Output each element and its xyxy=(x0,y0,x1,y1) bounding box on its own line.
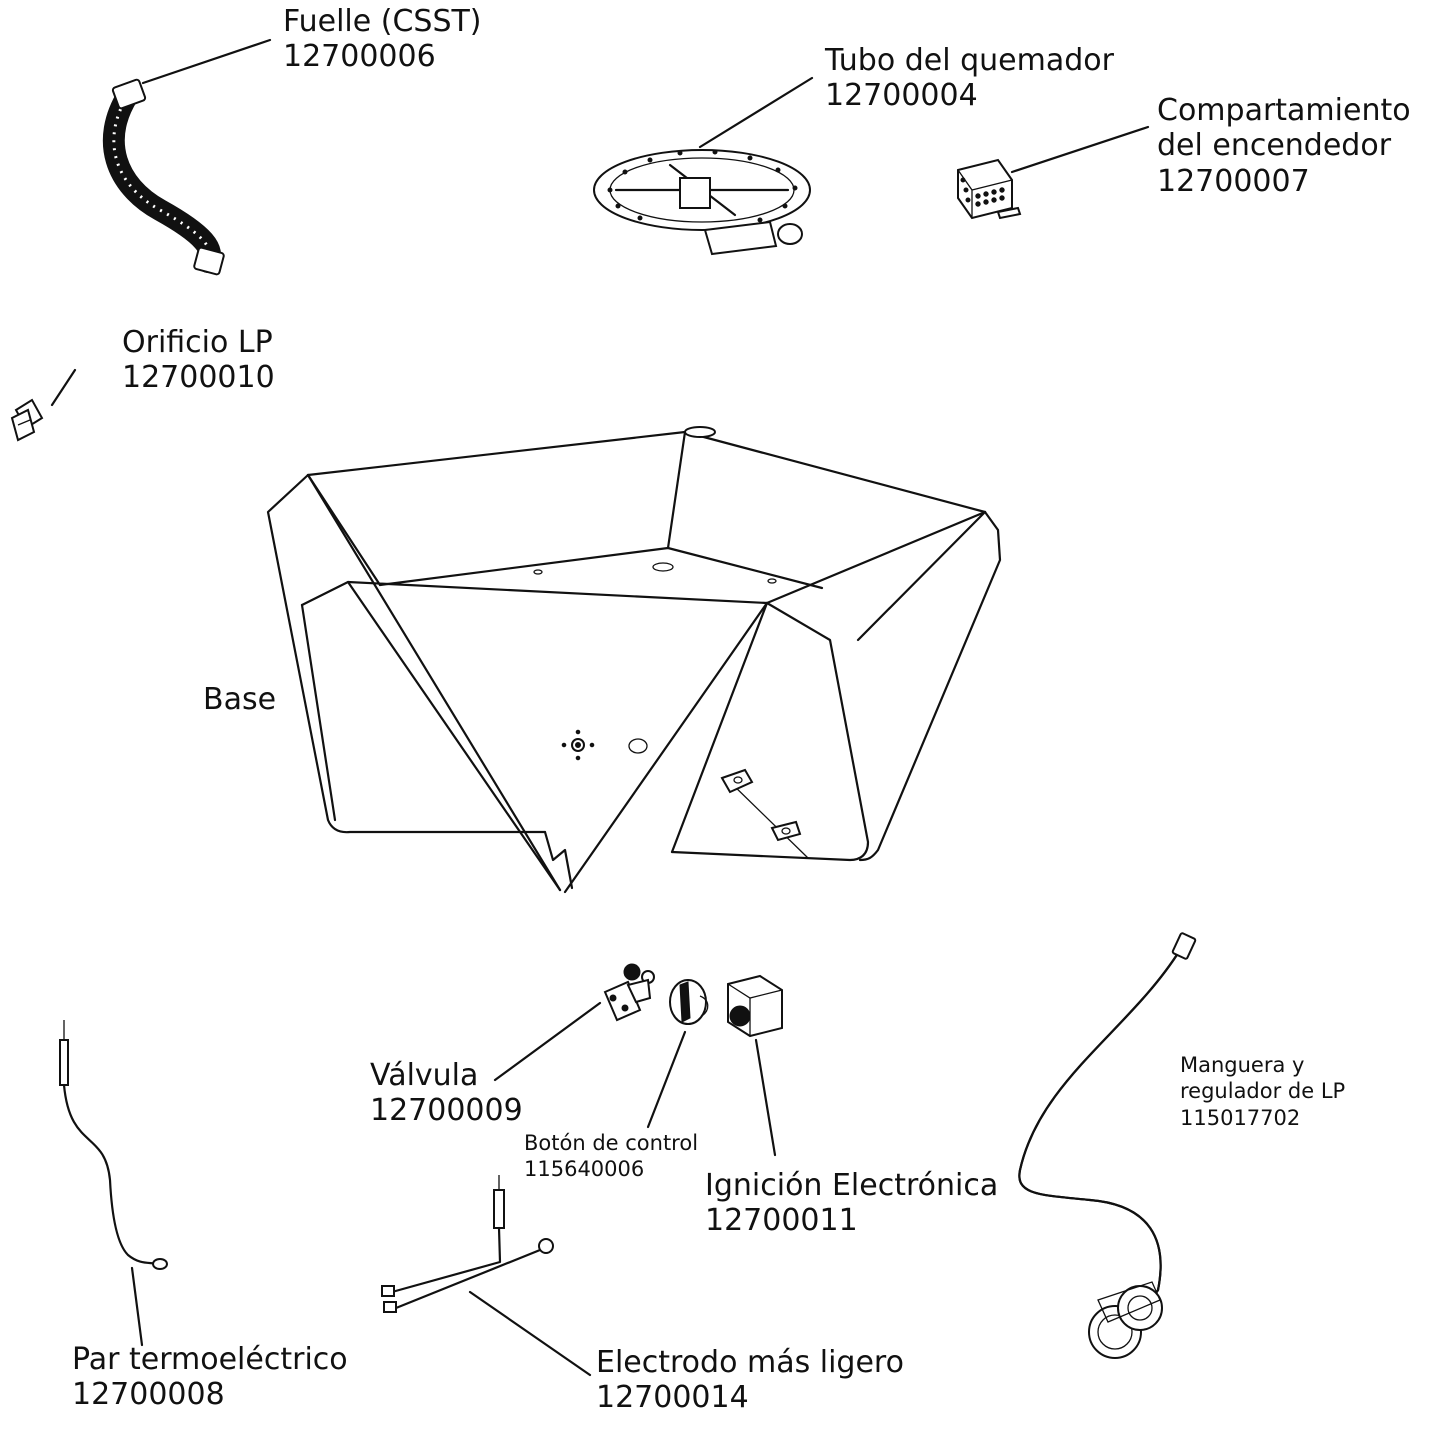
electronic-igniter-drawing xyxy=(727,974,783,1157)
igniter-compartment-drawing xyxy=(957,125,1150,220)
base-name: Base xyxy=(203,682,277,717)
compartimento-code: 12700007 xyxy=(1157,163,1310,199)
control-knob-drawing xyxy=(646,979,709,1129)
compartimento-name-line1: Compartamiento xyxy=(1157,93,1411,128)
orificio-label: Orificio LP 12700010 xyxy=(122,325,275,396)
ignicion-label: Ignición Electrónica 12700011 xyxy=(705,1168,998,1239)
orificio-code: 12700010 xyxy=(122,360,275,396)
manguera-name-line1: Manguera y xyxy=(1180,1053,1305,1077)
tubo-name: Tubo del quemador xyxy=(825,43,1114,78)
thermocouple-drawing xyxy=(59,1020,168,1347)
manguera-label: Manguera y regulador de LP 115017702 xyxy=(1180,1052,1345,1131)
base-label: Base xyxy=(203,682,276,717)
orificio-leader-line xyxy=(50,368,77,407)
valvula-name: Válvula xyxy=(370,1058,479,1093)
boton-leader-line xyxy=(646,1030,687,1129)
lighter-electrode-drawing xyxy=(381,1175,592,1377)
boton-label: Botón de control 115640006 xyxy=(524,1130,698,1183)
boton-code: 115640006 xyxy=(524,1157,645,1182)
compartimento-name-line2: del encendedor xyxy=(1157,128,1392,164)
fuelle-leader-line xyxy=(141,38,272,85)
valvula-code: 12700009 xyxy=(370,1093,523,1129)
manguera-name-line2: regulador de LP xyxy=(1180,1079,1346,1104)
par-name: Par termoeléctrico xyxy=(72,1342,348,1377)
electrodo-leader-line xyxy=(468,1290,592,1377)
fuelle-code: 12700006 xyxy=(283,39,436,75)
valvula-label: Válvula 12700009 xyxy=(370,1058,523,1129)
orificio-name: Orificio LP xyxy=(122,325,273,360)
ignicion-code: 12700011 xyxy=(705,1203,858,1239)
valvula-leader-line xyxy=(493,1001,602,1082)
tubo-leader-line xyxy=(698,76,814,149)
manguera-code: 115017702 xyxy=(1180,1105,1301,1130)
par-label: Par termoeléctrico 12700008 xyxy=(72,1342,348,1413)
fuelle-label: Fuelle (CSST) 12700006 xyxy=(283,4,482,75)
tubo-label: Tubo del quemador 12700004 xyxy=(825,43,1114,114)
burner-tube-drawing xyxy=(593,76,814,256)
ignicion-name: Ignición Electrónica xyxy=(705,1168,999,1203)
tubo-code: 12700004 xyxy=(825,78,978,114)
boton-name: Botón de control xyxy=(524,1131,699,1155)
par-leader-line xyxy=(130,1266,144,1347)
fuelle-name: Fuelle (CSST) xyxy=(283,4,482,39)
electrodo-name: Electrodo más ligero xyxy=(596,1345,904,1380)
valve-drawing xyxy=(493,963,655,1082)
electrodo-label: Electrodo más ligero 12700014 xyxy=(596,1345,904,1416)
fire-pit-base-drawing xyxy=(266,426,1002,894)
electrodo-code: 12700014 xyxy=(596,1380,749,1416)
par-code: 12700008 xyxy=(72,1377,225,1413)
lp-orifice-drawing xyxy=(10,368,77,442)
ignicion-leader-line xyxy=(754,1038,777,1157)
csst-bellows-hose-drawing xyxy=(102,38,272,276)
compartimento-leader-line xyxy=(1010,125,1150,174)
compartimento-label: Compartamiento del encendedor 12700007 xyxy=(1157,93,1411,199)
lp-hose-regulator-drawing xyxy=(1018,932,1197,1359)
